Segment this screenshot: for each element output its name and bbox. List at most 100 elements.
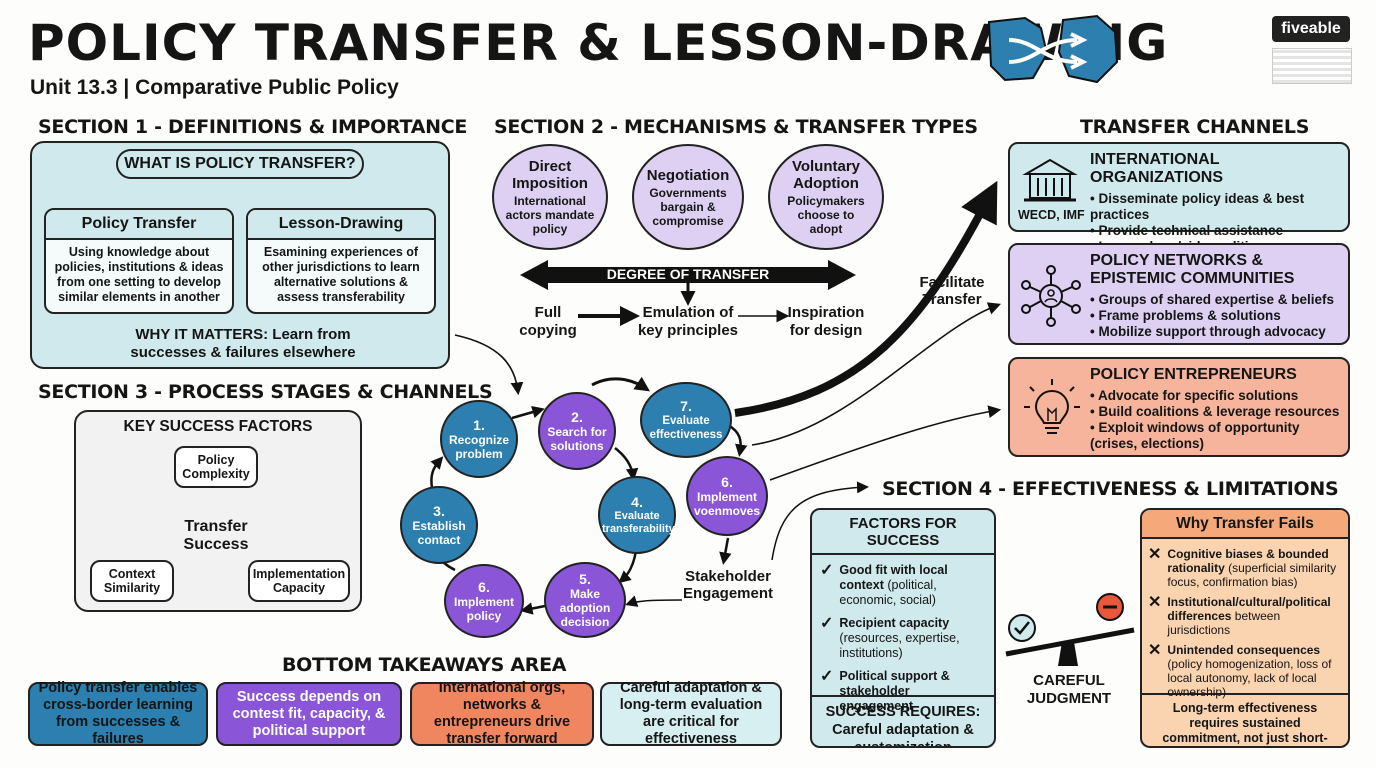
question-label: WHAT IS POLICY TRANSFER? [124,155,356,172]
balance-seesaw-icon [1005,593,1135,666]
stage-label: Make adoption decision [559,587,611,629]
brand-thumbnail [1272,48,1352,84]
mechanism-text: Governments bargain & compromise [649,185,727,228]
lesson-drawing-text: Esamining experiences of other jurisdict… [262,245,420,304]
fail-item: ✕ Unintended consequences (policy homogen… [1148,642,1342,700]
stage-number: 3. [433,503,445,519]
channel-point: Mobilize support through advocacy [1090,324,1346,340]
lightbulb-icon [1024,379,1080,434]
channel-title: INTERNATIONAL ORGANIZATIONS [1090,151,1224,186]
section4-heading: SECTION 4 - EFFECTIVENESS & LIMITATIONS [882,478,1339,500]
mechanism-title: Direct Imposition [512,158,588,192]
fail-item-rest: (policy homogenization, loss of local au… [1167,657,1332,699]
stage-label: Implement policy [453,595,514,623]
factor-implementation-capacity: Implementation Capacity [248,560,350,602]
success-item-rest: (political, economic, social) [839,578,937,607]
success-item: ✓ Political support & stakeholder engagem… [820,669,986,714]
section3-heading: SECTION 3 - PROCESS STAGES & CHANNELS [38,381,493,403]
policy-transfer-title: Policy Transfer [46,210,232,240]
page-subtitle: Unit 13.3 | Comparative Public Policy [30,76,399,99]
page-title: POLICY TRANSFER & LESSON-DRAWING [28,14,1169,72]
success-item: ✓ Good fit with local context (political,… [820,563,986,608]
channel-title: POLICY NETWORKS & EPISTEMIC COMMUNITIES [1090,252,1295,287]
fail-item-rest: (superficial similarity focus, confirmat… [1167,561,1337,589]
degree-full-copying: Full copying [519,304,577,339]
factor-label: Policy Complexity [182,453,250,481]
mechanism-text: Policymakers choose to adopt [787,194,865,236]
why-transfer-fails-panel: Why Transfer Fails ✕Cognitive biases & b… [1140,508,1350,748]
fail-item-bold: Cognitive biases & bounded rationality [1167,547,1329,575]
brand-logo[interactable]: fiveable [1272,16,1350,42]
channel-point: Exploit windows of opportunity (crises, … [1090,420,1346,452]
degree-of-transfer-arrow [520,260,856,290]
channel-international-orgs: WECD, IMF INTERNATIONAL ORGANIZATIONS Di… [1008,142,1350,254]
building-icon [1022,158,1078,202]
channel-point: Advocate for specific solutions [1090,388,1346,404]
channels-heading: TRANSFER CHANNELS [1080,116,1310,138]
takeaway-1: Policy transfer enables cross-border lea… [28,680,208,747]
mechanism-direct-imposition: Direct Imposition International actors m… [492,144,608,250]
mechanism-title: Voluntary Adoption [791,158,861,192]
success-title: FACTORS FOR SUCCESS [812,510,994,555]
why-it-matters: WHY IT MATTERS: Learn from successes & f… [130,326,356,361]
success-item-rest: (resources, expertise, institutions) [839,631,960,660]
factor-label: Context Similarity [103,567,161,595]
facilitate-transfer: Facilitate Transfer [919,274,985,308]
x-icon: ✕ [1148,642,1162,659]
what-is-policy-transfer: WHAT IS POLICY TRANSFER? [116,149,364,179]
stage-recognize-problem: 1. Recognize problem [440,400,518,478]
success-item-bold: Good fit with local context [839,563,948,592]
policy-transfer-text: Using knowledge about policies, institut… [54,245,224,304]
takeaways-heading: BOTTOM TAKEAWAYS AREA [282,654,567,676]
channel-point: Provide technical assistance [1090,223,1346,239]
factor-context-similarity: Context Similarity [90,560,174,602]
stage-evaluate-transferability: 4. Evaluate transferability [598,476,676,554]
factors-for-success-panel: FACTORS FOR SUCCESS ✓ Good fit with local… [810,508,996,748]
stage-number: 6. [478,579,490,595]
stage-implement-policy: 6. Implement policy [444,564,524,638]
key-success-factors-title: KEY SUCCESS FACTORS [123,418,313,435]
mechanism-voluntary-adoption: Voluntary Adoption Policymakers choose t… [768,144,884,250]
stage-number: 7. [680,398,692,414]
intl-org-icon-label: WECD, IMF [1018,208,1085,222]
success-item-bold: Recipient capacity [839,616,950,630]
channel-title: POLICY ENTREPRENEURS [1090,366,1297,383]
fail-item: ✕Institutional/cultural/political differ… [1148,594,1342,638]
check-icon: ✓ [820,668,834,685]
stage-label: Recognize problem [448,433,509,461]
takeaway-2: Success depends on contest fit, capacity… [216,682,402,746]
x-icon: ✕ [1148,594,1162,611]
fail-item: ✕Cognitive biases & bounded rationality … [1148,546,1342,590]
section1-heading: SECTION 1 - DEFINITIONS & IMPORTANCE [38,116,468,138]
stage-number: 2. [571,409,583,425]
stage-number: 4. [631,494,643,510]
mechanism-negotiation: Negotiation Governments bargain & compro… [632,144,744,250]
stage-label: Evaluate transferability [602,510,675,535]
stage-label: Evaluate effectiveness [649,415,723,441]
success-requires: SUCCESS REQUIRES: Careful adaptation & c… [812,695,994,746]
channel-policy-networks: POLICY NETWORKS & EPISTEMIC COMMUNITIES … [1008,243,1350,345]
channel-policy-entrepreneurs: POLICY ENTREPRENEURS Advocate for specif… [1008,357,1350,457]
stage-number: 1. [473,417,485,433]
degree-inspiration: Inspiration for design [787,304,865,339]
x-icon: ✕ [1148,546,1162,563]
check-icon: ✓ [820,562,834,579]
section2-heading: SECTION 2 - MECHANISMS & TRANSFER TYPES [494,116,978,138]
stage-label: Implement voenmoves [694,490,761,518]
channel-point: Frame problems & solutions [1090,308,1346,324]
channel-point: Build coalitions & leverage resources [1090,404,1346,420]
mechanism-text: International actors mandate policy [505,194,595,236]
stage-number: 5. [579,571,591,587]
careful-judgment: CAREFUL JUDGMENT [1026,672,1112,707]
success-item-bold: Political support & stakeholder engageme… [839,669,950,713]
brand-name: fiveable [1281,20,1341,37]
factor-policy-complexity: Policy Complexity [174,446,258,488]
policy-transfer-card: Policy Transfer Using knowledge about po… [44,208,234,314]
takeaway-3: International orgs, networks & entrepren… [410,680,594,747]
fail-item-bold: Unintended consequences [1167,643,1321,657]
fail-item-rest: between jurisdictions [1167,609,1281,637]
channel-point: Groups of shared expertise & beliefs [1090,292,1346,308]
channel-point: Disseminate policy ideas & best practice… [1090,191,1346,223]
stage-establish-contact: 3. Establish contact [400,486,478,564]
degree-emulation: Emulation of key principles [637,304,739,339]
